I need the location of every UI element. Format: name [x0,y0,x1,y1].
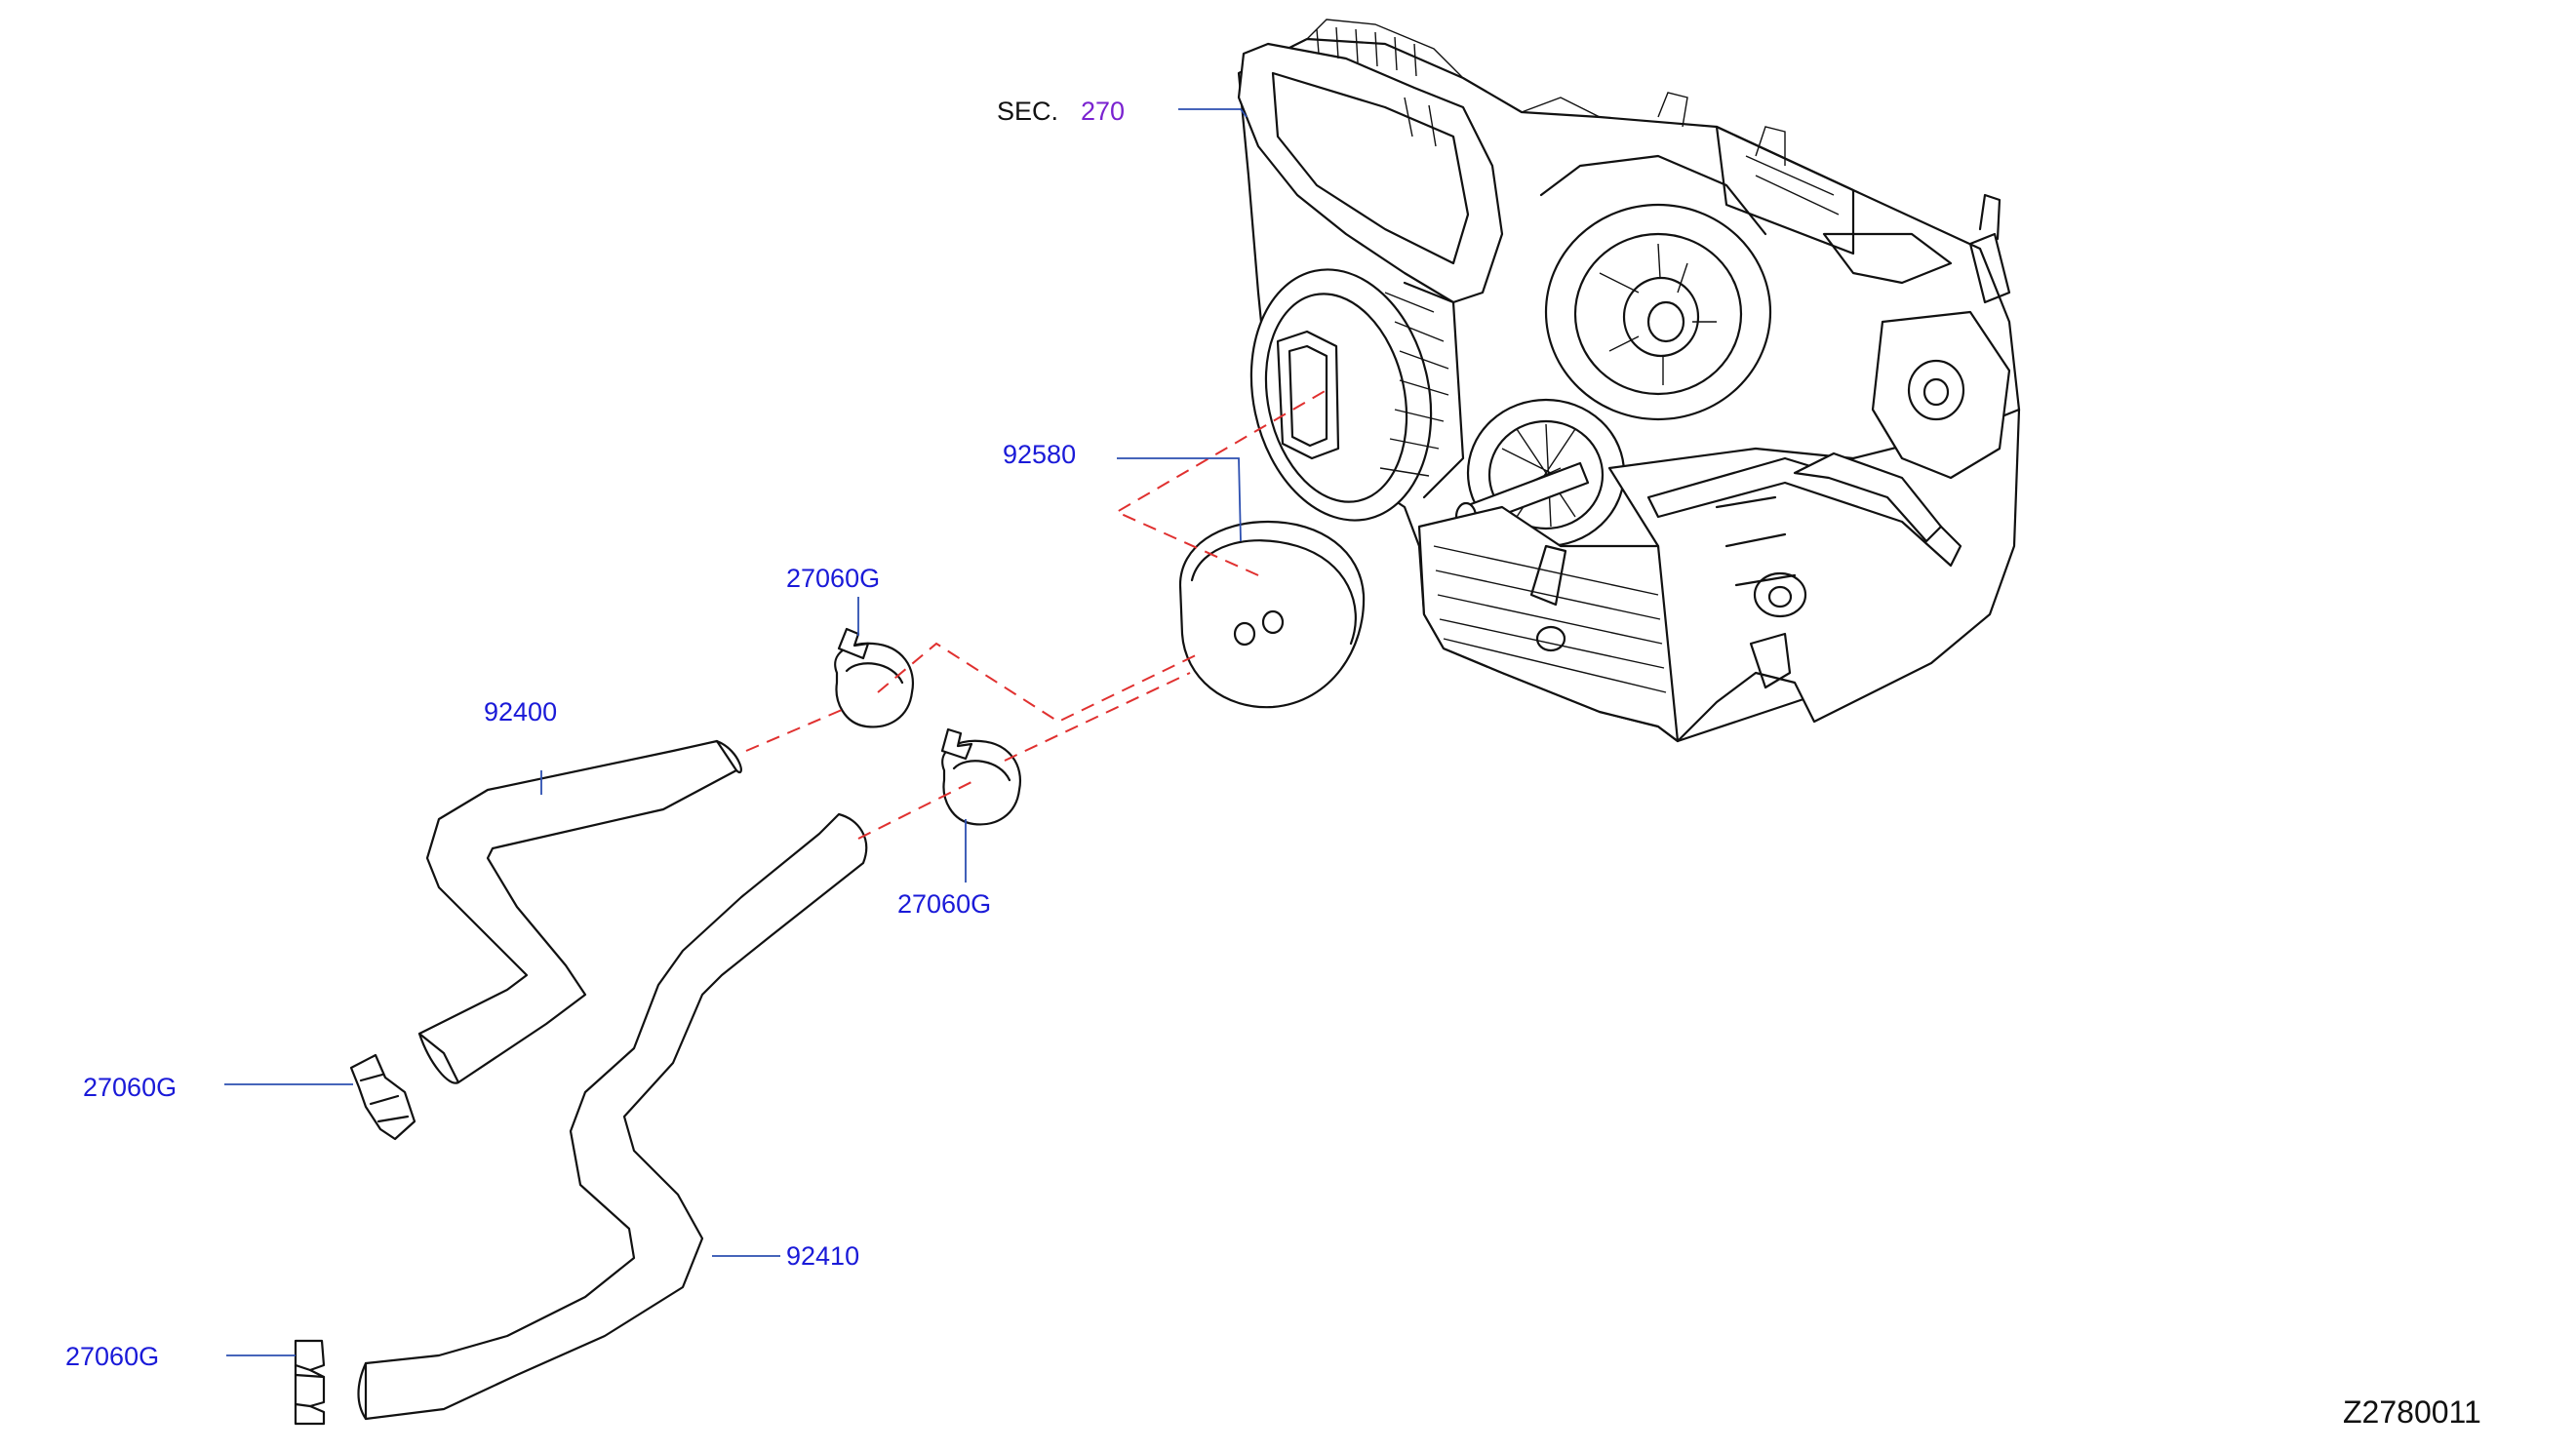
part-label-27060g-left[interactable]: 27060G [83,1073,178,1102]
part-label-92580[interactable]: 92580 [1003,440,1077,469]
hose-92400 [417,739,742,1084]
grommet-92580 [1178,520,1366,709]
clamp-27060g-mid [940,727,1022,826]
clamp-27060g-top [834,627,915,728]
section-leader-line [1178,108,1248,118]
part-label-27060g-bottom[interactable]: 27060G [65,1342,160,1371]
figure-code: Z2780011 [2343,1394,2481,1430]
part-label-27060g-top[interactable]: 27060G [786,564,881,593]
part-label-92410[interactable]: 92410 [786,1241,860,1271]
section-number-link[interactable]: 270 [1081,97,1126,126]
section-prefix-label: SEC. [997,97,1059,126]
leader-lines [224,457,1242,1356]
clamp-27060g-bottom [294,1339,326,1426]
hose-92410 [357,812,868,1421]
heater-unit-assembly [1237,19,2021,743]
alignment-lines [745,389,1328,840]
part-label-92400[interactable]: 92400 [484,697,558,726]
clamp-27060g-left [349,1053,416,1141]
part-label-27060g-mid[interactable]: 27060G [897,889,992,919]
